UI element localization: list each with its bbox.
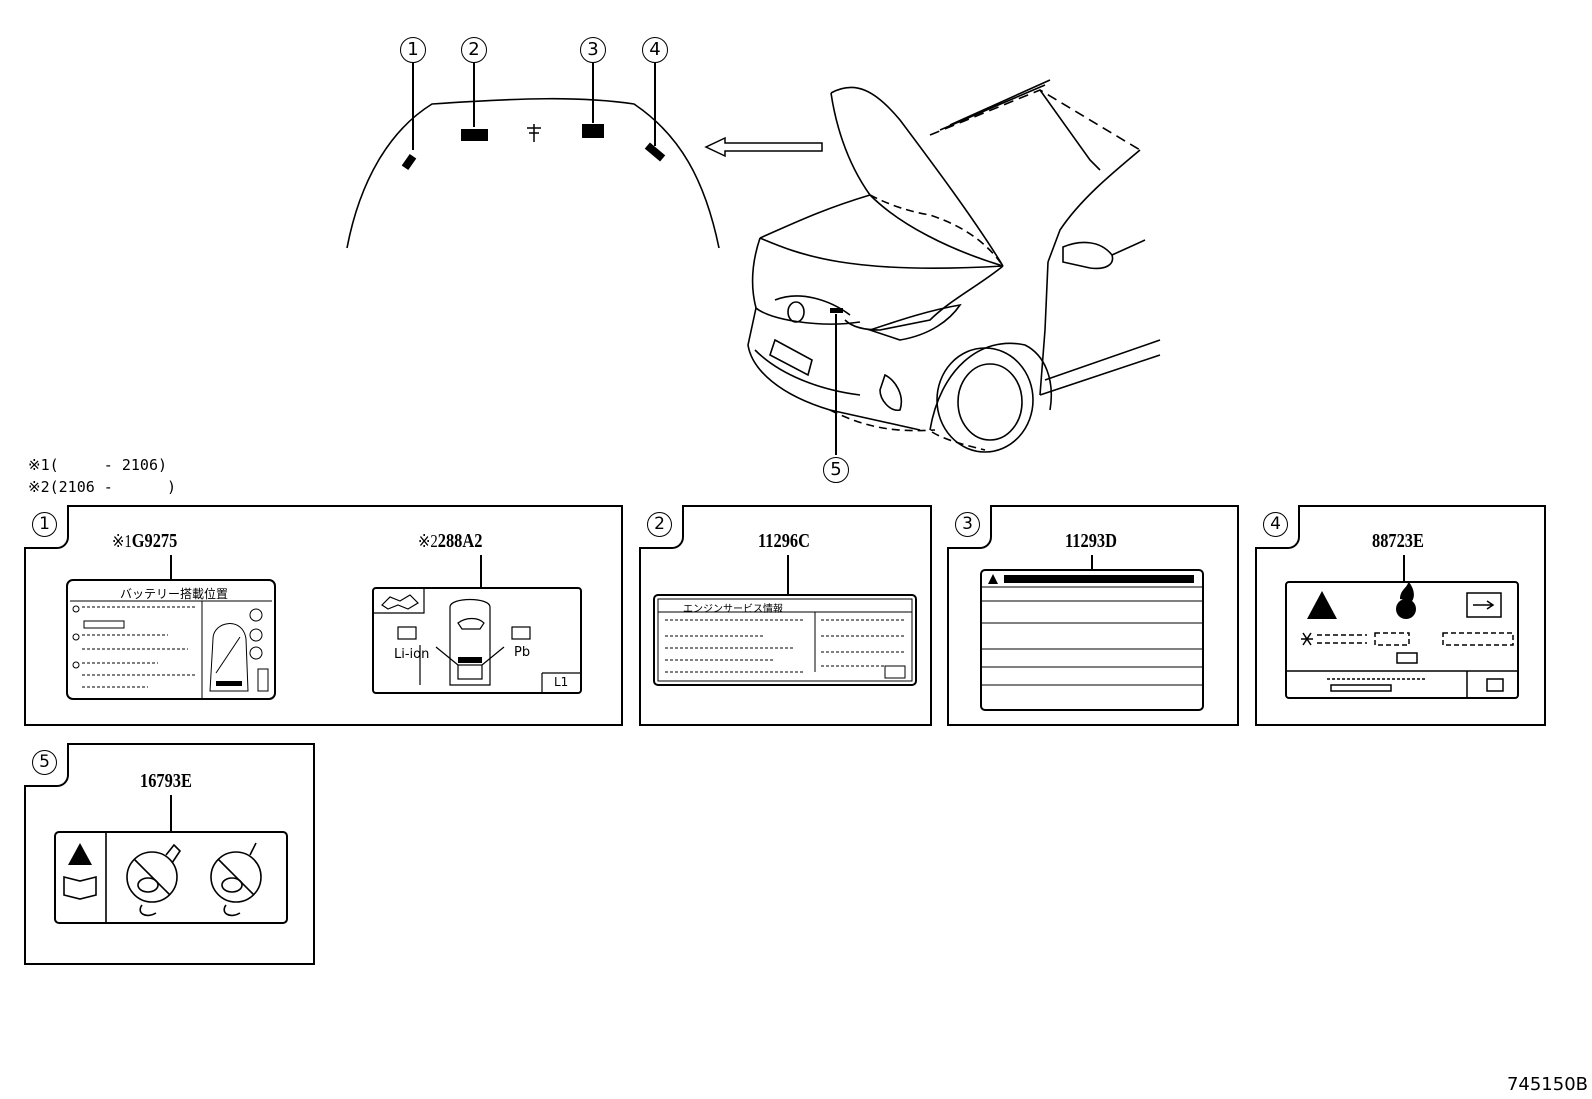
panel-4: 4 88723E [1255,505,1546,726]
callout-5: 5 [823,457,849,483]
panel-1: 1 ※1G9275 バッテリー搭載位置 [24,505,623,726]
engine-service-drawing [657,598,913,682]
part-number: 16793E [140,770,192,792]
label-title: エンジンサービス情報 [683,604,783,615]
panel-5: 5 16793E [24,743,315,965]
battery-icon [397,626,417,640]
manual-icon [63,875,97,900]
label-title: バッテリー搭載位置 [120,587,229,601]
flame-icon [1396,583,1416,619]
hood-outline [346,97,720,249]
engine-service-label: エンジンサービス情報 [653,594,917,686]
callout-1: 1 [400,37,426,63]
panel-tab: 5 [24,743,69,787]
safety-symbols-label [1285,581,1519,699]
manual-icon [1466,592,1502,618]
panel-tab: 4 [1255,505,1300,549]
arrow-icon [704,136,823,158]
part-number: 11296C [758,530,810,552]
part-number: ※2288A2 [418,530,483,552]
fan-caution-label [54,831,288,924]
no-touch-icon [210,842,262,917]
battery-type-drawing [374,589,580,692]
note-1: ※1( - 2106) [28,456,167,474]
part-number: ※1G9275 [112,530,178,552]
note-2: ※2(2106 - ) [28,478,177,496]
pb-text: Pb [514,645,531,660]
car-illustration [747,79,1161,455]
warning-table-label [980,569,1204,711]
panel-2: 2 11296C エンジンサービス情報 [639,505,932,726]
panel-tab: 1 [24,505,69,549]
part-number: 88723E [1372,530,1424,552]
hood-diagram [346,62,1161,455]
panel-3: 3 11293D [947,505,1239,726]
battery-type-label: Li-ion Pb L1 [372,587,582,694]
warning-icon [988,574,998,584]
warning-icon [68,843,92,865]
warning-icon [1307,591,1337,619]
fan-caution-drawing [63,833,262,922]
li-ion-text: Li-ion [394,647,430,662]
battery-location-drawing [70,600,272,698]
panel-tab: 3 [947,505,992,549]
warning-table-drawing [982,574,1202,686]
callout-3: 3 [580,37,606,63]
part-number: 11293D [1065,530,1117,552]
callout-2: 2 [461,37,487,63]
battery-location-label: バッテリー搭載位置 [66,579,276,700]
manual-icon [374,589,425,614]
safety-symbols-drawing [1287,583,1517,697]
panel-tab: 2 [639,505,684,549]
label-code: L1 [554,675,569,689]
callout-4: 4 [642,37,668,63]
no-touch-icon [126,843,182,917]
figure-number: 745150B [1506,1074,1588,1095]
